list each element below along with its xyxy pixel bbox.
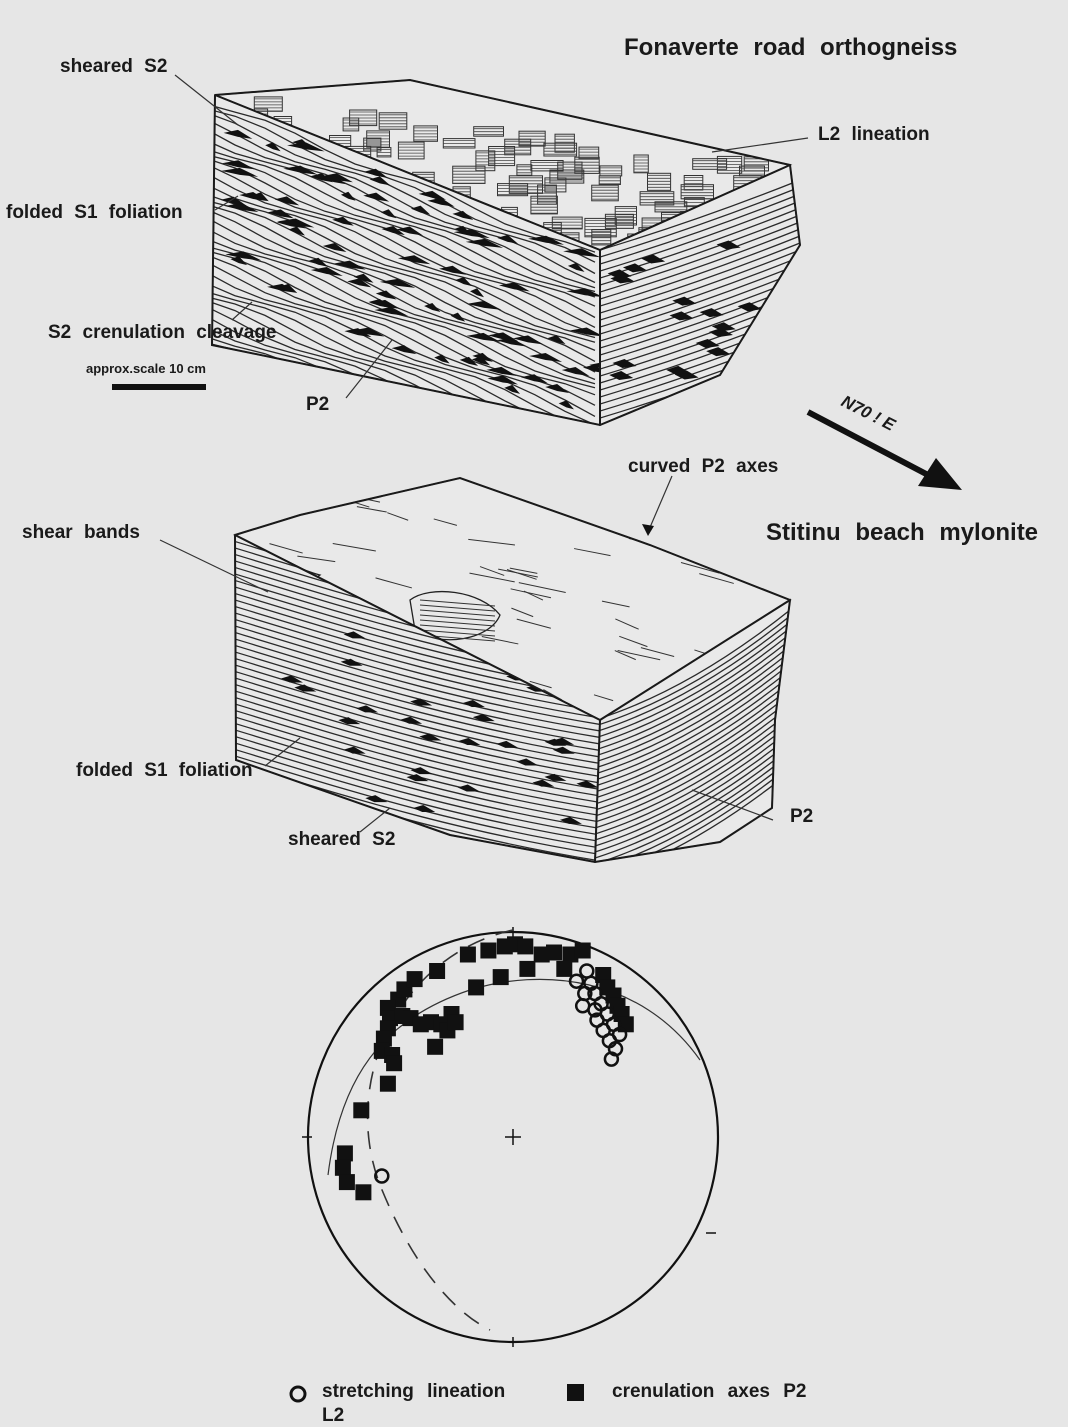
legend: stretching lineation L2 crenulation axes… (291, 1381, 806, 1426)
label-s2-crenulation: S2 crenulation cleavage (48, 322, 277, 343)
block-diagram-orthogneiss (205, 80, 1068, 505)
label-sheared-s2-bottom: sheared S2 (288, 829, 395, 850)
label-sheared-s2-top: sheared S2 (60, 56, 167, 77)
crenulation-axis-point (427, 1039, 443, 1055)
crenulation-axis-point (335, 1160, 351, 1176)
legend-stretching-label: stretching lineation (322, 1381, 505, 1402)
block2-title: Stitinu beach mylonite (766, 519, 1038, 546)
stereonet-great-circle-dashed (368, 930, 513, 1330)
legend-crenulation-label: crenulation axes P2 (612, 1381, 806, 1402)
legend-stretching-sub: L2 (322, 1405, 344, 1426)
label-curved-p2: curved P2 axes (628, 456, 778, 477)
label-folded-s1-bottom: folded S1 foliation (76, 760, 253, 781)
block1-title: Fonaverte road orthogneiss (624, 34, 957, 61)
crenulation-axis-point (517, 938, 533, 954)
crenulation-axis-point (460, 947, 476, 963)
crenulation-axis-point (380, 1076, 396, 1092)
stretching-lineation-points (375, 965, 626, 1183)
crenulation-axis-point (429, 963, 445, 979)
crenulation-axis-point (546, 945, 562, 961)
direction-arrow: N70 ! E (808, 392, 962, 490)
crenulation-axis-point (353, 1102, 369, 1118)
scale-label: approx.scale 10 cm (86, 361, 206, 376)
label-p2-bottom: P2 (790, 806, 813, 827)
crenulation-axis-point (386, 1055, 402, 1071)
stereonet (302, 927, 718, 1347)
legend-open-circle-symbol (291, 1387, 305, 1401)
crenulation-axis-point (448, 1014, 464, 1030)
crenulation-axis-point (480, 943, 496, 959)
crenulation-axis-point (355, 1184, 371, 1200)
block-diagram-mylonite (230, 478, 799, 889)
crenulation-axis-point (339, 1174, 355, 1190)
stretching-lineation-point (580, 965, 593, 978)
crenulation-axis-point (407, 971, 423, 987)
crenulation-axis-point (556, 961, 572, 977)
label-p2-top: P2 (306, 394, 329, 415)
crenulation-axis-point (519, 961, 535, 977)
stretching-lineation-point (576, 999, 589, 1012)
label-folded-s1-top: folded S1 foliation (6, 202, 183, 223)
crenulation-axis-point (575, 943, 591, 959)
crenulation-axis-point (337, 1145, 353, 1161)
legend-square-symbol (567, 1384, 584, 1401)
label-l2-lineation: L2 lineation (818, 124, 930, 145)
label-shear-bands: shear bands (22, 522, 140, 543)
scale-bar (112, 384, 206, 390)
direction-label: N70 ! E (838, 392, 899, 435)
crenulation-axis-point (493, 969, 509, 985)
crenulation-axis-point (468, 979, 484, 995)
